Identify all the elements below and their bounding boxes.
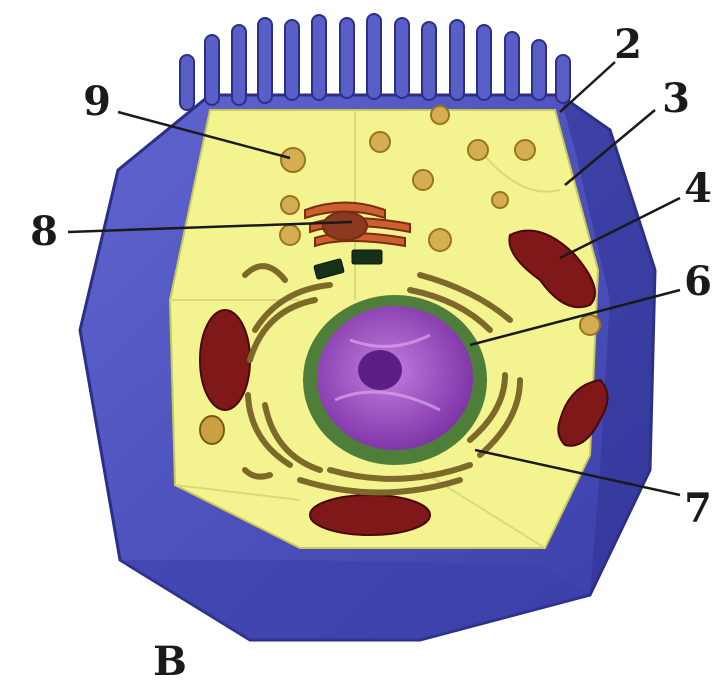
label-9: 9 xyxy=(83,78,111,125)
microvilli xyxy=(180,14,570,110)
label-3: 3 xyxy=(662,75,690,122)
figure-caption: B xyxy=(153,638,187,684)
nucleus xyxy=(303,295,487,465)
label-4: 4 xyxy=(684,165,712,212)
label-7: 7 xyxy=(684,485,712,532)
label-2: 2 xyxy=(614,21,642,68)
label-6: 6 xyxy=(684,258,712,305)
nucleolus xyxy=(358,350,402,390)
label-8: 8 xyxy=(30,208,58,255)
